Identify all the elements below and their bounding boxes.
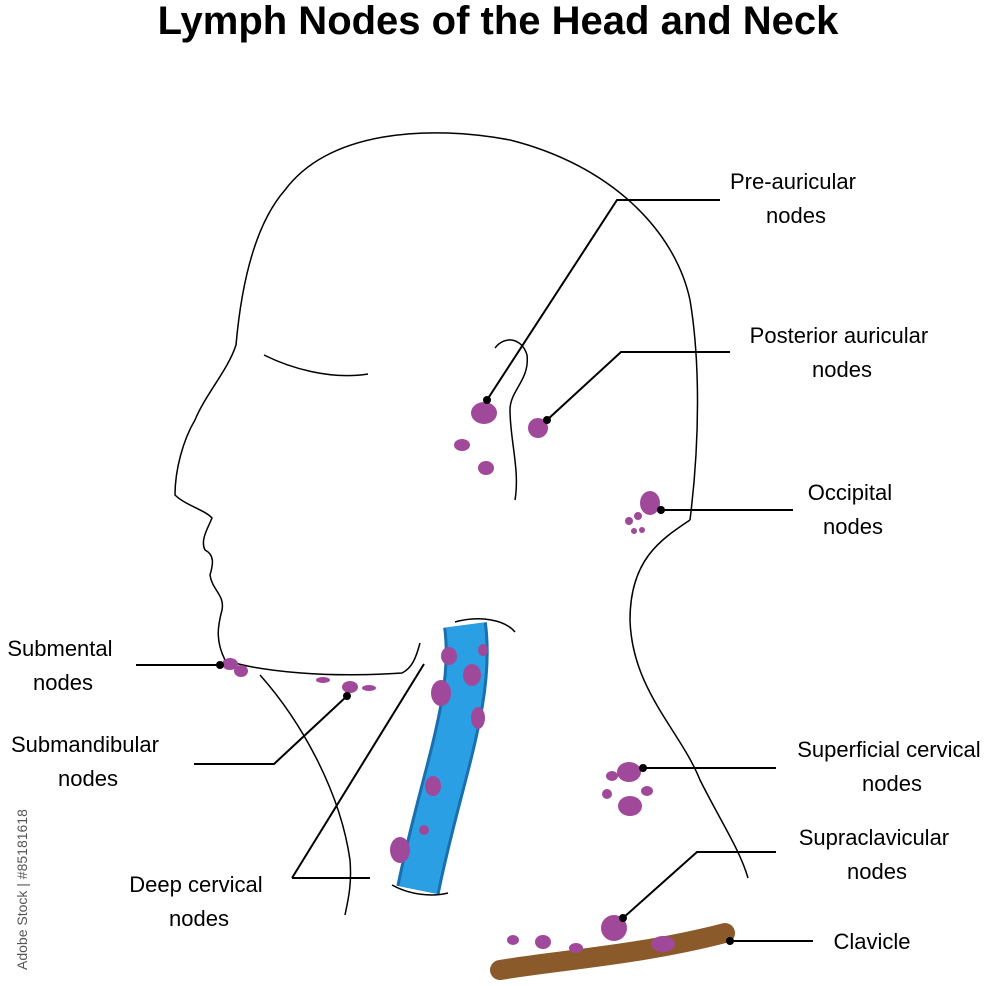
- label-supraclavicular: Supraclavicular nodes: [799, 825, 956, 884]
- supraclavicular-node: [535, 935, 551, 949]
- leader-dot-posterior-auricular: [543, 416, 551, 424]
- leader-deep-cervical-upper: [291, 663, 425, 879]
- ear-outline: [494, 339, 528, 501]
- jugular-vein-bottom-arc: [391, 884, 449, 896]
- leader-supraclavicular: [622, 851, 776, 919]
- leader-dot-supraclavicular: [619, 914, 627, 922]
- leader-dots: [216, 396, 734, 945]
- supraclavicular-node: [601, 915, 627, 941]
- stock-credit: Adobe Stock | #85181618: [14, 809, 30, 970]
- deep-cervical-node: [471, 707, 485, 729]
- posterior-auricular-node: [528, 418, 548, 438]
- pre-auricular-node: [471, 402, 497, 424]
- label-posterior-auricular: Posterior auricular nodes: [750, 323, 935, 382]
- occipital-node: [631, 528, 637, 534]
- submental-node: [234, 665, 248, 677]
- supraclavicular-node: [569, 943, 583, 953]
- superficial-cervical-node: [641, 786, 653, 796]
- superficial-cervical-node: [617, 762, 641, 782]
- superficial-cervical-node: [606, 771, 618, 781]
- superficial-cervical-node: [602, 789, 612, 799]
- clavicle-bone: [490, 923, 735, 980]
- eye-outline: [263, 354, 369, 377]
- leader-lines: [136, 199, 813, 942]
- deep-cervical-node: [463, 664, 481, 686]
- occipital-node: [625, 517, 633, 525]
- supraclavicular-node: [507, 935, 519, 945]
- neck-back-outline: [629, 519, 749, 879]
- leader-dot-clavicle: [726, 937, 734, 945]
- submental-node: [222, 658, 238, 670]
- leader-dot-superficial-cervical: [639, 764, 647, 772]
- leader-pre-auricular: [486, 199, 720, 401]
- leader-dot-pre-auricular: [483, 396, 491, 404]
- label-superficial-cervical: Superficial cervical nodes: [797, 737, 987, 796]
- leader-dot-occipital: [657, 506, 665, 514]
- occipital-node: [634, 512, 642, 520]
- label-pre-auricular: Pre-auricular nodes: [730, 169, 862, 228]
- deep-cervical-node: [441, 647, 457, 665]
- deep-cervical-node: [431, 680, 451, 706]
- label-deep-cervical: Deep cervical nodes: [129, 872, 268, 931]
- pre-auricular-node: [454, 439, 470, 451]
- pre-auricular-node: [478, 461, 494, 475]
- supraclavicular-node: [651, 936, 675, 952]
- leader-dot-submandibular: [343, 692, 351, 700]
- leader-submandibular: [194, 695, 348, 765]
- submandibular-node: [362, 685, 376, 691]
- deep-cervical-node: [425, 776, 441, 796]
- neck-front-outline: [259, 674, 352, 916]
- leader-dot-submental: [216, 661, 224, 669]
- submandibular-node: [316, 677, 330, 683]
- labels: Pre-auricular nodes Posterior auricular …: [7, 169, 987, 954]
- label-clavicle: Clavicle: [833, 929, 910, 954]
- deep-cervical-node: [478, 644, 488, 656]
- occipital-node: [639, 527, 645, 533]
- face-profile-outline: [174, 132, 699, 676]
- deep-cervical-node: [390, 837, 410, 863]
- superficial-cervical-node: [618, 796, 642, 816]
- deep-cervical-node: [419, 825, 429, 835]
- jugular-vein-body: [399, 622, 486, 894]
- label-submandibular: Submandibular nodes: [11, 732, 165, 791]
- label-submental: Submental nodes: [7, 636, 118, 695]
- submandibular-node: [342, 681, 358, 693]
- lymph-nodes: [222, 402, 675, 953]
- leader-posterior-auricular: [546, 351, 730, 421]
- label-occipital: Occipital nodes: [808, 480, 898, 539]
- occipital-node: [640, 491, 660, 515]
- jugular-vein: [391, 618, 516, 896]
- diagram-title: Lymph Nodes of the Head and Neck: [158, 0, 840, 43]
- jugular-vein-top-arc: [454, 618, 516, 633]
- head-outline: [174, 132, 749, 916]
